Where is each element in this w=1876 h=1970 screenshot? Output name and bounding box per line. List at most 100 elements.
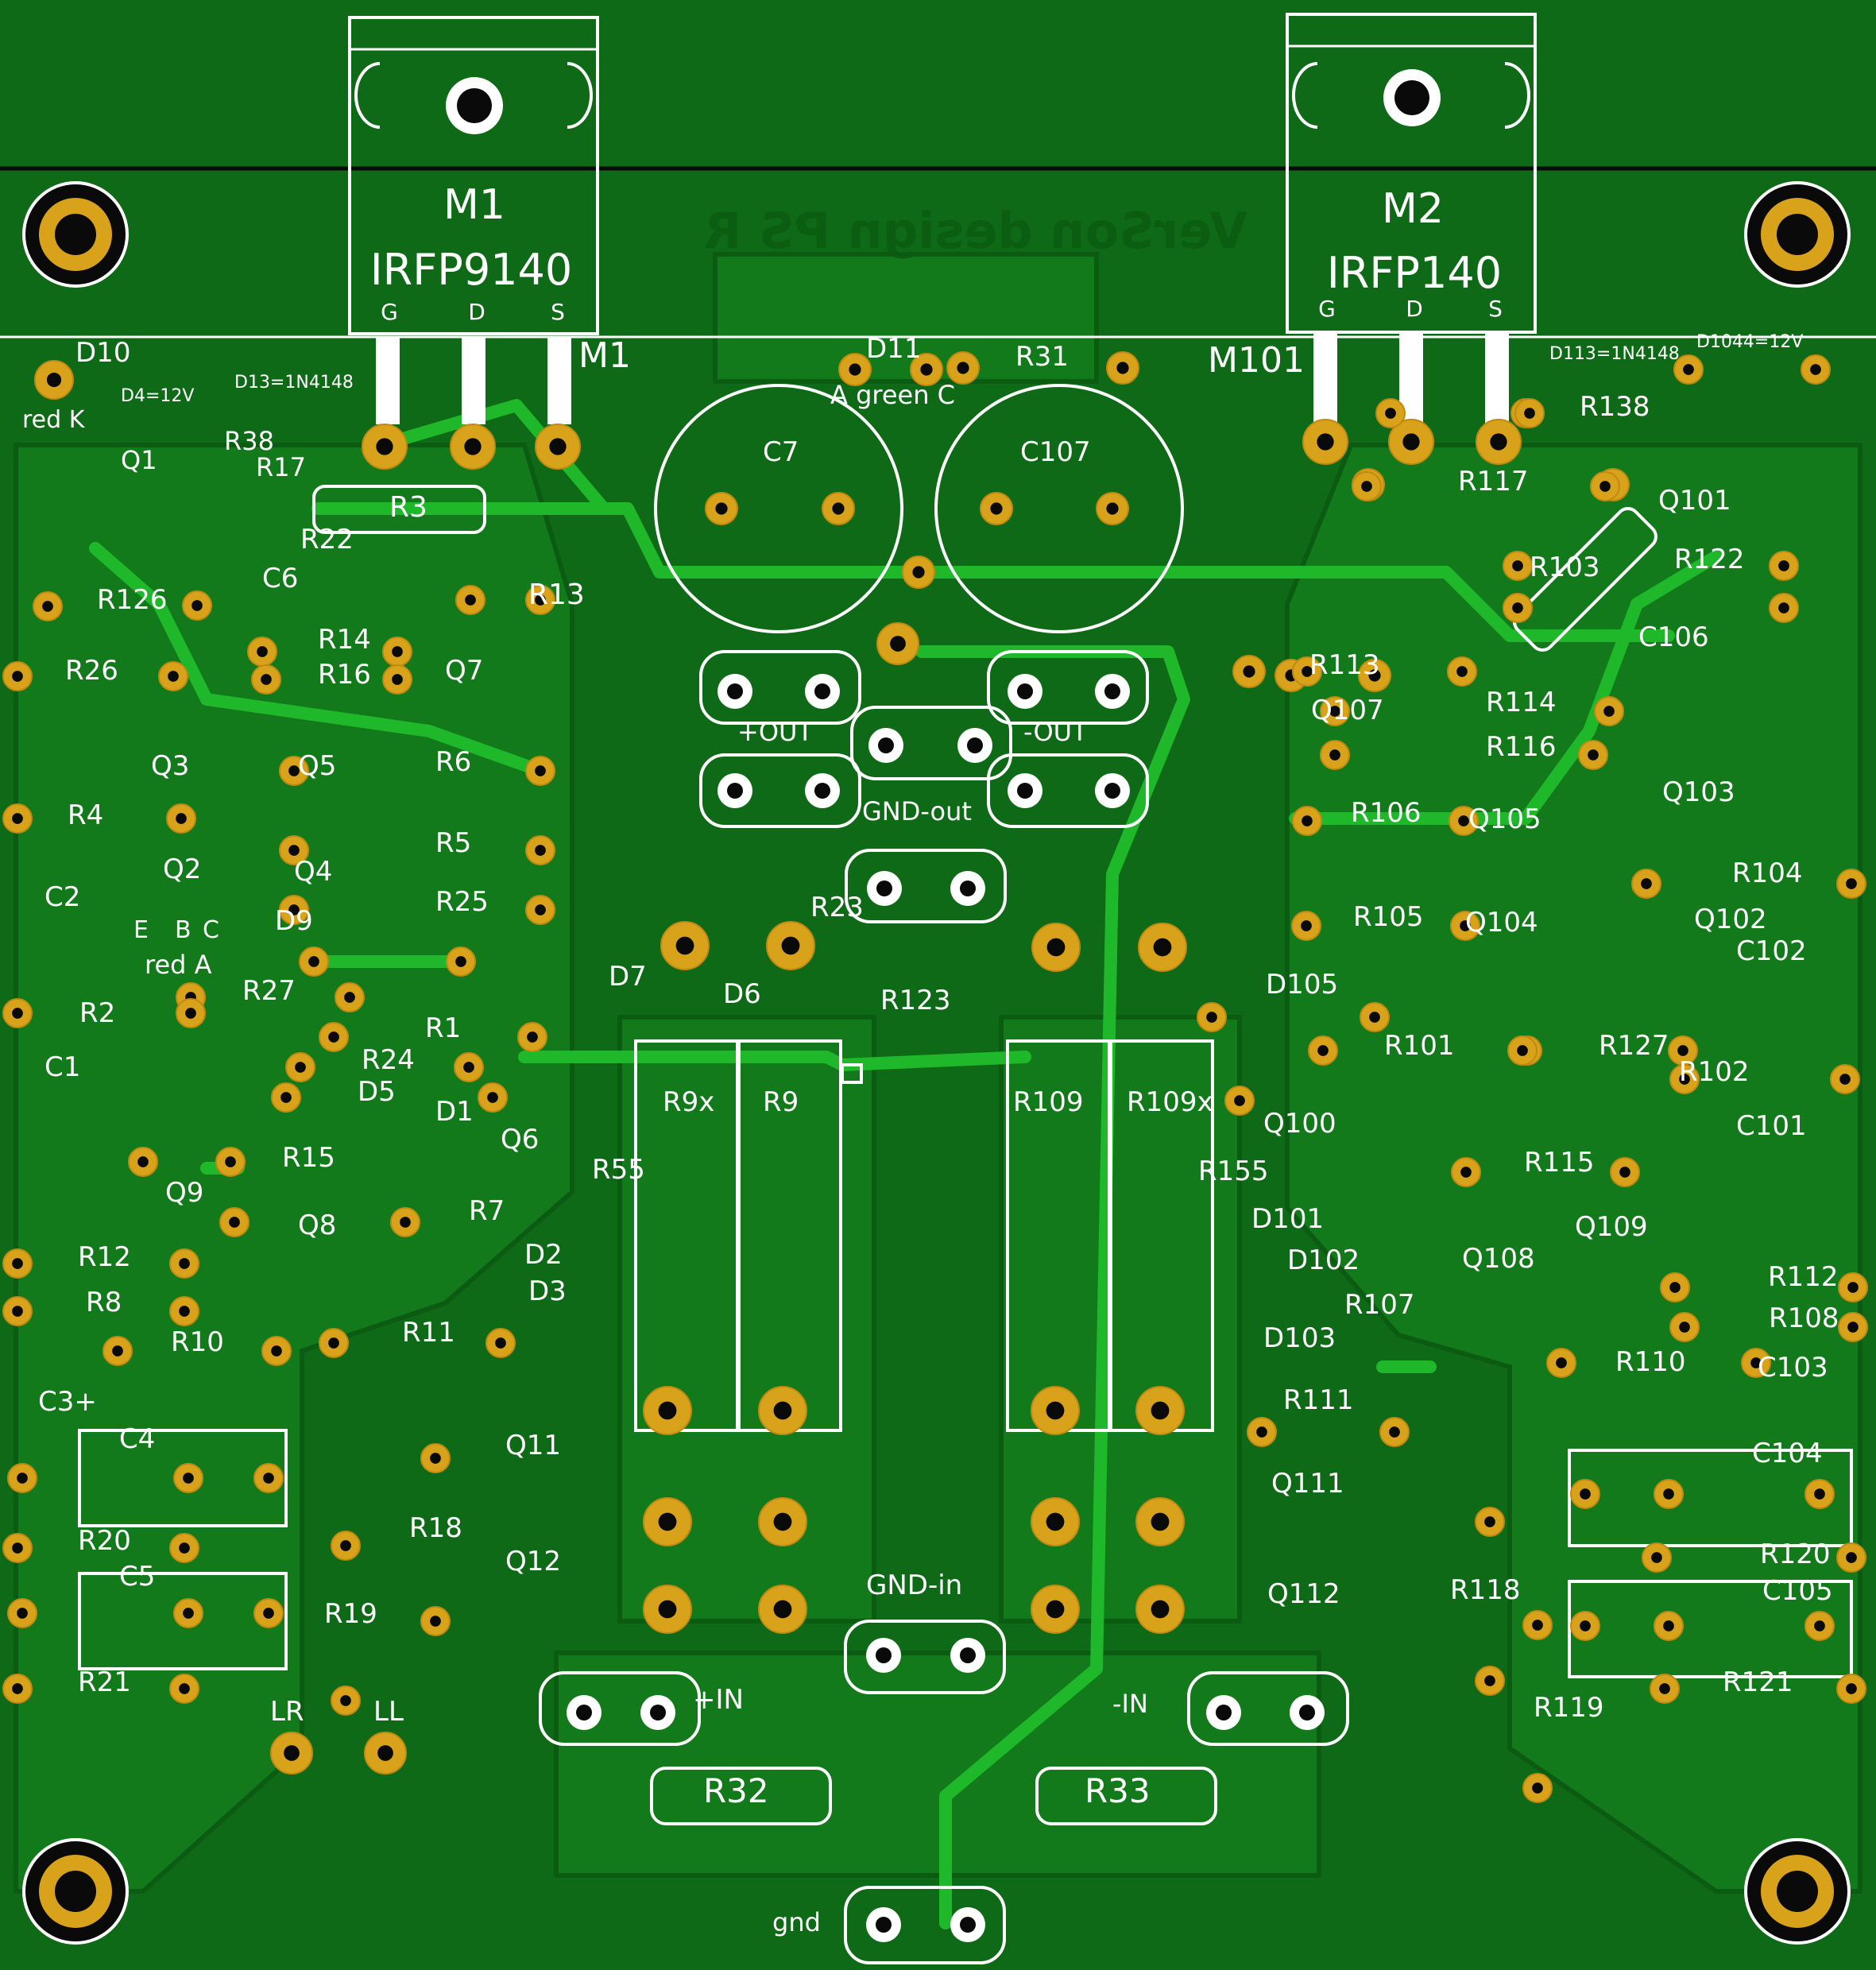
silk-label: C106 xyxy=(1638,621,1709,653)
pad-hole xyxy=(1778,560,1789,571)
silk-label: R23 xyxy=(810,892,864,923)
pad-hole xyxy=(773,1600,792,1619)
pad-hole xyxy=(12,1008,23,1019)
pad-hole xyxy=(1619,1167,1630,1178)
pad-hole xyxy=(465,594,476,606)
silk-label: R5 xyxy=(435,827,471,859)
mosfet-m1: M1 IRFP9140 G D S M1 xyxy=(348,16,631,424)
silk-label: C104 xyxy=(1752,1438,1823,1469)
silk-label: R110 xyxy=(1615,1346,1686,1378)
silk-label: C107 xyxy=(1020,436,1091,468)
pad-hole xyxy=(17,1473,28,1484)
pad-hole xyxy=(1778,602,1789,613)
pad-hole xyxy=(1847,1282,1859,1293)
pad-hole xyxy=(1301,920,1312,931)
silk-label: +OUT xyxy=(737,717,813,747)
silk-label: R55 xyxy=(592,1154,645,1186)
silk-label: Q6 xyxy=(501,1124,539,1155)
pad-hole xyxy=(1234,1095,1245,1106)
pad-hole xyxy=(288,845,300,856)
silk-label: C2 xyxy=(44,881,80,913)
svg-text:D: D xyxy=(1406,296,1423,322)
silk-label: D5 xyxy=(358,1076,396,1108)
pad-hole xyxy=(308,956,319,967)
svg-text:VerSon design PS R: VerSon design PS R xyxy=(704,202,1247,260)
silk-label: LR xyxy=(270,1696,304,1728)
silk-label: C102 xyxy=(1736,935,1807,967)
pad-hole xyxy=(1603,706,1615,717)
pad-hole xyxy=(1302,815,1313,826)
pad-hole xyxy=(1599,481,1611,492)
m1-ref: M1 xyxy=(443,181,505,229)
pad-hole xyxy=(1532,1620,1543,1631)
silk-label: R9 xyxy=(763,1086,799,1118)
silk-label: R106 xyxy=(1351,797,1422,829)
silk-label: Q1 xyxy=(121,445,157,475)
pad-hole xyxy=(495,1337,506,1349)
pad-hole xyxy=(1677,1045,1688,1056)
silk-label: C101 xyxy=(1736,1110,1807,1142)
pad-hole xyxy=(1317,1045,1329,1056)
pad-hole xyxy=(1046,1512,1065,1531)
pad-hole xyxy=(773,1401,792,1420)
silk-label: C6 xyxy=(262,563,298,594)
silk-label: R18 xyxy=(409,1512,462,1544)
pad-hole xyxy=(288,765,300,776)
pad-hole xyxy=(1679,1322,1690,1333)
pad-hole xyxy=(535,594,546,606)
pad-hole xyxy=(849,363,861,376)
pad-hole xyxy=(1460,1167,1472,1178)
pad-hole xyxy=(658,1512,677,1531)
silk-label: D103 xyxy=(1263,1322,1336,1354)
pad-hole xyxy=(1361,481,1372,492)
traces xyxy=(89,399,1723,1929)
silk-label: R155 xyxy=(1198,1155,1269,1187)
silk-label: R104 xyxy=(1732,857,1803,889)
silk-label: C105 xyxy=(1762,1575,1833,1607)
silk-label: Q111 xyxy=(1271,1468,1344,1500)
silk-label: R14 xyxy=(318,624,371,656)
silk-label: Q8 xyxy=(298,1209,336,1241)
silk-label: R26 xyxy=(65,655,118,687)
copper-pours xyxy=(14,252,1862,1894)
silk-label: Q101 xyxy=(1658,485,1731,517)
pad-hole xyxy=(225,1156,236,1167)
pad-hole xyxy=(549,438,567,455)
silk-label: R19 xyxy=(324,1598,377,1630)
silk-label: D7 xyxy=(609,961,647,993)
silk-label: D102 xyxy=(1287,1244,1360,1276)
silk-label: R38 xyxy=(224,426,274,456)
silk-label: R120 xyxy=(1760,1538,1831,1570)
pad-hole xyxy=(832,502,845,515)
silk-label: R8 xyxy=(86,1287,122,1318)
pad-hole xyxy=(658,1600,677,1619)
silk-label: R4 xyxy=(68,799,103,831)
pad-hole xyxy=(1532,1782,1543,1794)
pad-hole xyxy=(1810,364,1821,375)
pad-hole xyxy=(535,904,546,915)
silk-label: LL xyxy=(373,1696,404,1728)
silk-label: Q102 xyxy=(1694,904,1767,935)
pad-hole xyxy=(12,671,23,682)
silk-label: E xyxy=(133,916,149,944)
silk-label: R1 xyxy=(425,1012,461,1044)
watermark: VerSon design PS R xyxy=(704,202,1247,260)
pad-hole xyxy=(179,1306,190,1317)
pad-hole xyxy=(1484,1675,1495,1686)
silk-label: C xyxy=(203,916,219,944)
silk-label: R122 xyxy=(1674,544,1745,575)
silk-label: R138 xyxy=(1580,391,1650,423)
pad-hole xyxy=(912,566,925,579)
pad-hole xyxy=(191,600,203,611)
pad-hole xyxy=(464,438,482,455)
silk-label: R118 xyxy=(1450,1574,1521,1606)
m2-part: IRFP140 xyxy=(1327,248,1502,298)
silk-label: R111 xyxy=(1283,1384,1354,1416)
silk-label: Q105 xyxy=(1468,803,1541,835)
pad-hole xyxy=(1460,920,1471,931)
silk-label: Q12 xyxy=(505,1546,561,1577)
pad-hole xyxy=(340,1695,351,1706)
silk-label: D2 xyxy=(524,1239,563,1271)
pad-hole xyxy=(183,1473,194,1484)
pad-hole xyxy=(328,1337,339,1349)
